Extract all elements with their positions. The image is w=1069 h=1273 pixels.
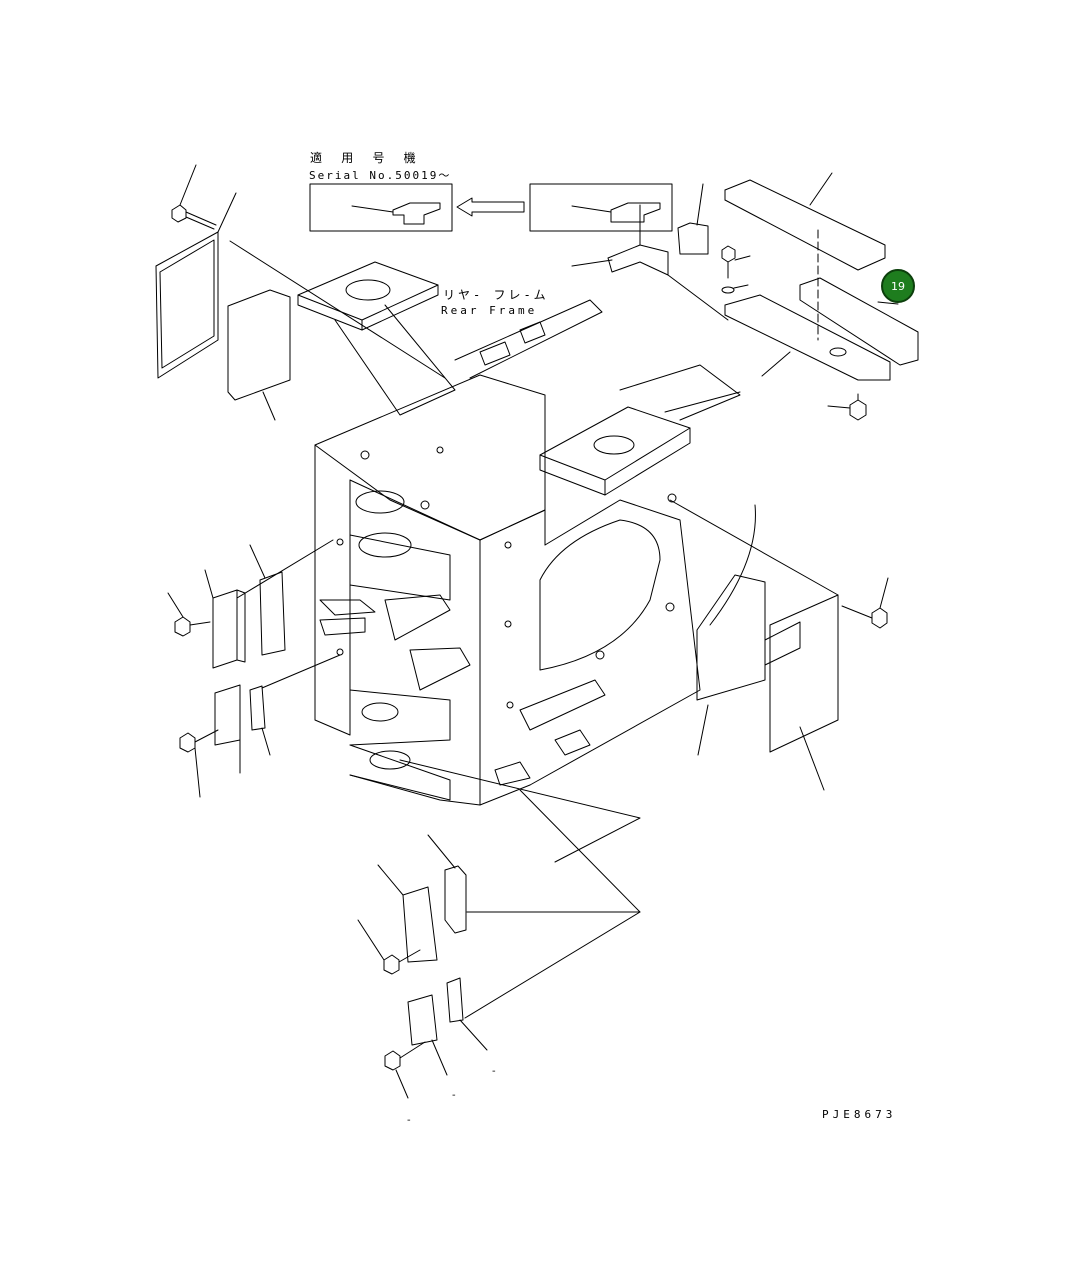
- shim-small-right: [677, 183, 709, 255]
- plate-left-low: [214, 684, 241, 774]
- rear-frame-jp-label: リヤ- フレ-ム: [443, 288, 549, 302]
- mark-3: -: [407, 1115, 411, 1126]
- callout-19[interactable]: 19: [881, 269, 915, 303]
- bracket-right: [571, 204, 729, 321]
- front-frame-body: [314, 374, 701, 806]
- serial-detail-new: [309, 183, 453, 232]
- lower-channel-right: [724, 277, 919, 381]
- upper-plate-right: [724, 172, 886, 341]
- bolt-top-left: [171, 164, 217, 230]
- mark-2: -: [452, 1090, 456, 1101]
- shim-left-mid: [249, 544, 286, 656]
- rear-frame-en-label: Rear Frame: [441, 304, 538, 317]
- plate-bottom-2: [407, 994, 448, 1076]
- bolt-left-low: [179, 729, 219, 798]
- plate-left-mid: [204, 539, 334, 669]
- shim-block-left: [227, 289, 291, 421]
- shim-bottom-1: [427, 834, 467, 934]
- shim-left-low: [249, 654, 341, 756]
- shim-bottom-2: [446, 977, 488, 1051]
- serial-detail-old: [529, 183, 673, 232]
- arrow-left: [456, 197, 525, 217]
- bolt-bottom-1: [357, 919, 421, 975]
- bolt-lower-right: [827, 393, 867, 421]
- cover-plate-left: [155, 192, 237, 379]
- plate-bottom-1: [377, 864, 438, 963]
- frame-rails: [454, 299, 741, 421]
- serial-title-label: 適 用 号 機: [310, 151, 422, 165]
- bolt-bottom-2: [384, 1041, 426, 1099]
- drawing-code-label: PJE8673: [822, 1108, 897, 1121]
- bolt-washer-right: [721, 245, 751, 294]
- shim-block-right: [696, 504, 766, 756]
- rear-mount-upper: [229, 240, 456, 416]
- bolt-right: [841, 577, 889, 629]
- bolt-left-mid: [167, 592, 211, 637]
- mark-1: -: [492, 1066, 496, 1077]
- serial-number-label: Serial No.50019～: [309, 169, 452, 182]
- lower-leader-lines: [399, 759, 641, 1019]
